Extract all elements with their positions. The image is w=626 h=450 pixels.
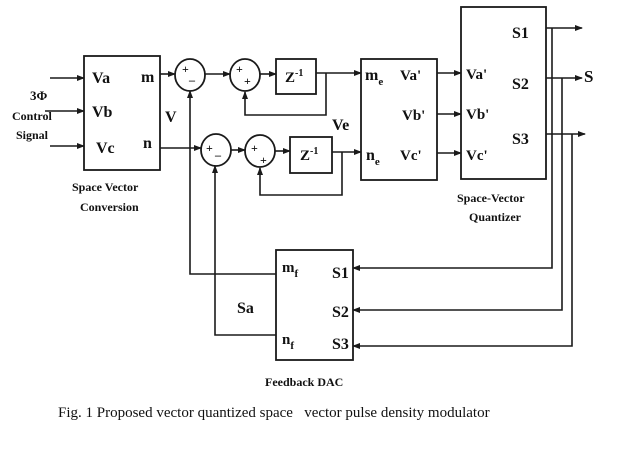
summer-plus-sign: + <box>244 74 251 88</box>
space-vector-quantizer-block: Va' Vb' Vc' S1 S2 S3 <box>460 6 547 180</box>
svc-title-line2: Conversion <box>80 200 139 214</box>
feedback-dac-block: mf nf S1 S2 S3 <box>275 249 354 361</box>
dac-input-s2: S2 <box>332 304 349 321</box>
summer-upper-2: + + <box>229 58 261 92</box>
input-label-signal: Signal <box>16 128 49 142</box>
svc-title-line1: Space Vector <box>72 180 139 194</box>
svc-output-m: m <box>141 69 155 86</box>
mf-label: m <box>282 260 295 276</box>
quantizer-output-s2: S2 <box>512 76 529 93</box>
error-output-va: Va' <box>400 68 421 84</box>
dac-input-s3: S3 <box>332 336 349 353</box>
feedback-wire-s3 <box>352 134 573 349</box>
input-label-3phi: 3Φ <box>30 88 48 103</box>
figure-caption: Fig. 1 Proposed vector quantized space v… <box>58 405 490 421</box>
quantizer-input-vb: Vb' <box>466 107 489 123</box>
summer-plus-sign: + <box>251 141 258 155</box>
output-label-s: S <box>584 67 593 86</box>
feedback-loop-lower <box>257 152 343 196</box>
svc-input-va: Va <box>92 70 110 87</box>
summer-upper-1: + _ <box>174 58 206 92</box>
delay-block-lower: Z-1 <box>289 136 333 174</box>
error-output-vc: Vc' <box>400 148 422 164</box>
ne-subscript: e <box>375 156 380 168</box>
quantizer-output-s3: S3 <box>512 131 529 148</box>
error-vector-block: me Va' Vb' ne Vc' <box>360 58 438 181</box>
error-label-ve: Ve <box>332 117 349 134</box>
feedback-wire-nf <box>212 165 276 336</box>
svc-output-n: n <box>143 135 152 152</box>
summer-plus-sign: + <box>236 62 243 76</box>
space-vector-conversion-block: Va Vb Vc m n <box>83 55 161 171</box>
ne-label: n <box>366 147 375 164</box>
svg-text:Z-1: Z-1 <box>285 68 303 86</box>
quantizer-input-va: Va' <box>466 67 487 83</box>
quantizer-title-line1: Space-Vector <box>457 191 525 205</box>
quantizer-output-s1: S1 <box>512 25 529 42</box>
svg-text:nf: nf <box>282 332 294 352</box>
input-label-control: Control <box>12 109 52 123</box>
svc-input-vb: Vb <box>92 104 113 121</box>
summer-lower-1: + _ <box>200 133 232 167</box>
nf-subscript: f <box>290 340 294 352</box>
me-label: m <box>365 67 379 84</box>
feedback-wire-mf <box>187 90 276 275</box>
bus-label-v: V <box>165 109 177 126</box>
svg-text:Z-1: Z-1 <box>300 146 318 164</box>
dac-input-s1: S1 <box>332 265 349 282</box>
quantizer-input-vc: Vc' <box>466 148 488 164</box>
quantizer-title-line2: Quantizer <box>469 210 522 224</box>
summer-plus-sign: + <box>260 153 267 167</box>
me-subscript: e <box>378 76 383 88</box>
delay-z: Z <box>285 70 295 86</box>
delay-exponent: -1 <box>295 68 303 79</box>
summer-plus-sign: + <box>182 62 189 76</box>
feedback-dac-title: Feedback DAC <box>265 375 343 389</box>
feedback-wire-s1 <box>352 28 553 271</box>
feedback-wire-s2 <box>352 78 563 313</box>
feedback-loop-upper <box>242 73 327 116</box>
summer-plus-sign: + <box>206 141 213 155</box>
svg-text:me: me <box>365 67 383 88</box>
summer-minus-sign: _ <box>188 69 196 83</box>
summer-minus-sign: _ <box>214 144 222 158</box>
bus-label-sa: Sa <box>237 300 254 317</box>
error-output-vb: Vb' <box>402 108 425 124</box>
delay-block-upper: Z-1 <box>275 58 317 95</box>
summer-lower-2: + + <box>244 134 276 168</box>
delay-z: Z <box>300 148 310 164</box>
svg-text:mf: mf <box>282 260 299 280</box>
nf-label: n <box>282 332 291 348</box>
svc-input-vc: Vc <box>96 140 115 157</box>
svg-text:ne: ne <box>366 147 380 168</box>
delay-exponent: -1 <box>310 146 318 157</box>
mf-subscript: f <box>295 268 299 280</box>
